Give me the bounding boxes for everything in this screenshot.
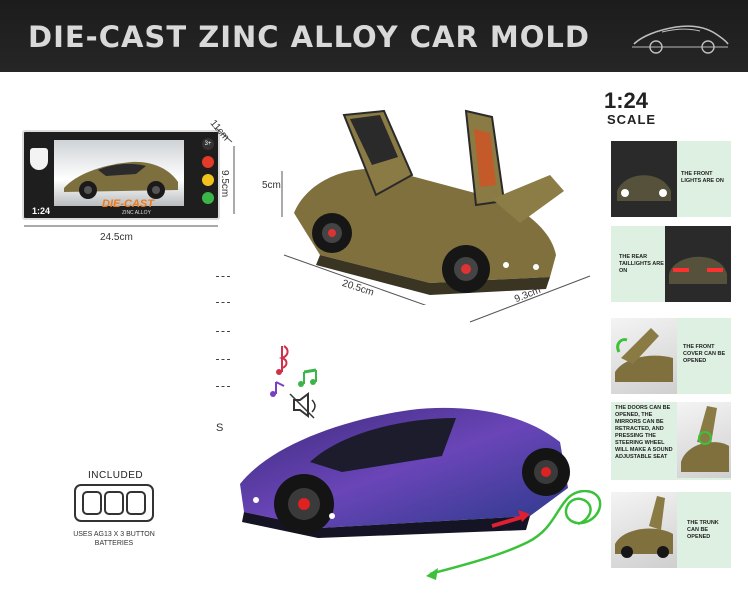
leader-mark: [216, 331, 230, 332]
feature-panel-doors: THE DOORS CAN BE OPENED, THE MIRRORS CAN…: [611, 402, 731, 480]
age-badge: 3+: [202, 138, 214, 150]
brand-badge-icon: [30, 148, 48, 170]
package-brand-text: DIE-CAST: [102, 198, 154, 210]
feature-text: THE TRUNK CAN BE OPENED: [687, 520, 719, 540]
model-height-label: 5cm: [262, 180, 281, 191]
package-scale-label: 1:24: [32, 206, 51, 216]
batteries-note-line2: BATTERIES: [94, 540, 134, 547]
package-box: 1:24 DIE-CAST ZINC ALLOY 3+: [22, 130, 220, 220]
batteries-title: INCLUDED: [88, 470, 144, 481]
gold-car-small-image: [64, 161, 178, 199]
green-light-icon: [202, 192, 214, 204]
scale-label: SCALE: [607, 112, 657, 127]
package-sub-text: ZINC ALLOY: [122, 210, 151, 216]
front-cover-image: [611, 318, 677, 394]
leader-mark: [216, 302, 230, 303]
page-title: DIE-CAST ZINC ALLOY CAR MOLD: [28, 20, 590, 54]
header-banner: DIE-CAST ZINC ALLOY CAR MOLD: [0, 0, 748, 72]
red-arrow-icon: [491, 514, 527, 528]
red-light-icon: [202, 156, 214, 168]
side-marker: S: [216, 422, 224, 434]
leader-mark: [216, 386, 230, 387]
rear-lights-image: [665, 226, 731, 302]
doors-image: [677, 402, 731, 478]
battery-cell: [104, 491, 124, 515]
feature-panel-rear-lights: THE REAR TAILLIGHTS ARE ON: [611, 226, 731, 302]
green-swirl-arrow-icon: [426, 490, 602, 580]
feature-text: THE FRONT COVER CAN BE OPENED: [683, 344, 726, 364]
speaker-icon: [289, 392, 316, 419]
purple-car-image: [240, 407, 570, 538]
sound-icons: [270, 345, 317, 419]
music-note-icon: [276, 345, 289, 375]
battery-icon: [74, 484, 154, 522]
feature-text: THE FRONT LIGHTS ARE ON: [681, 171, 724, 184]
feature-panel-front-lights: THE FRONT LIGHTS ARE ON: [611, 141, 731, 217]
leader-mark: [216, 276, 230, 277]
package-window: [54, 140, 184, 206]
feature-panel-front-cover: THE FRONT COVER CAN BE OPENED: [611, 318, 731, 394]
front-lights-image: [611, 141, 677, 217]
battery-cell: [82, 491, 102, 515]
feature-text: THE DOORS CAN BE OPENED, THE MIRRORS CAN…: [615, 405, 673, 460]
trunk-image: [611, 492, 677, 568]
yellow-light-icon: [202, 174, 214, 186]
batteries-note-line1: USES AG13 X 3 BUTTON: [73, 531, 155, 538]
batteries-note: USES AG13 X 3 BUTTON BATTERIES: [62, 530, 166, 548]
feature-text: THE REAR TAILLIGHTS ARE ON: [619, 254, 664, 274]
gold-car-open-image: [281, 109, 564, 305]
package-width-label: 24.5cm: [100, 232, 133, 243]
feature-panel-trunk: THE TRUNK CAN BE OPENED: [611, 492, 731, 568]
music-note-icon: [298, 368, 317, 387]
scale-value: 1:24: [604, 88, 649, 113]
battery-cell: [126, 491, 146, 515]
music-note-icon: [270, 381, 285, 397]
car-silhouette-icon: [632, 25, 729, 54]
leader-mark: [216, 359, 230, 360]
